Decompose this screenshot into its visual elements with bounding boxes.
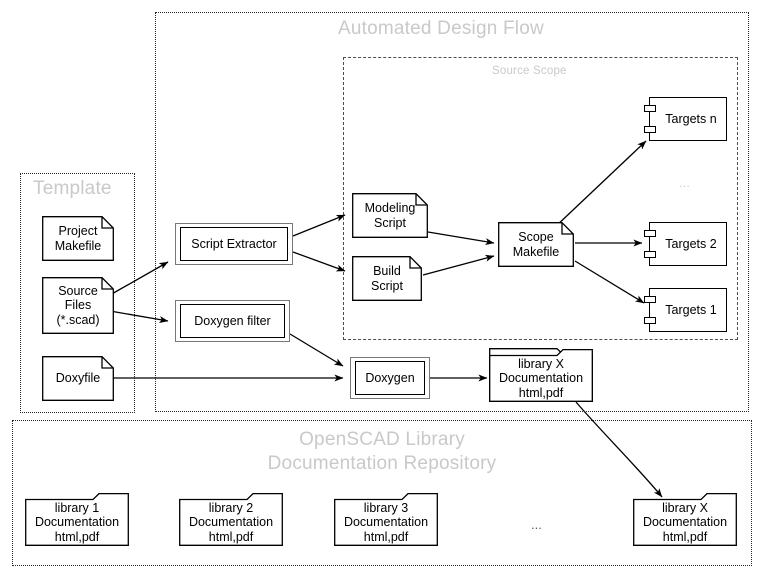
node-library-1-doc[interactable]: library 1 Documentation html,pdf [25, 492, 129, 546]
node-label: library X Documentation html,pdf [642, 500, 728, 544]
container-repository [12, 420, 752, 566]
document-shape-icon [498, 222, 574, 267]
component-tab-icon [644, 251, 656, 258]
node-label: Doxyfile [55, 371, 101, 386]
component-tab-icon [644, 296, 656, 303]
node-label: library 3 Documentation html,pdf [343, 500, 429, 544]
folder-shape-icon [25, 492, 129, 546]
folder-shape-icon [179, 492, 283, 546]
node-doxygen-filter[interactable]: Doxygen filter [175, 300, 290, 342]
node-project-makefile[interactable]: Project Makefile [42, 216, 114, 261]
node-doxyfile[interactable]: Doxyfile [42, 356, 114, 401]
component-tab-icon [644, 126, 656, 133]
node-targets-2[interactable]: Targets 2 [644, 222, 727, 266]
node-label: Project Makefile [54, 224, 102, 253]
document-shape-icon [352, 256, 422, 301]
node-modeling-script[interactable]: Modeling Script [352, 193, 428, 238]
folder-shape-icon [489, 348, 593, 402]
container-title-template: Template [33, 178, 112, 199]
node-label: Build Script [371, 264, 403, 293]
node-label: Targets 2 [665, 236, 717, 251]
folder-shape-icon [334, 492, 438, 546]
container-title-automated-design-flow: Automated Design Flow [338, 18, 544, 39]
node-label: Targets 1 [665, 302, 717, 317]
node-label: Targets n [665, 111, 717, 126]
node-label: Doxygen filter [180, 304, 285, 338]
ellipsis-repository-gap: ... [531, 517, 542, 532]
node-label: Source Files (*.scad) [56, 283, 100, 327]
node-scope-makefile[interactable]: Scope Makefile [498, 222, 574, 267]
container-title-repository-line1: OpenSCAD Library [299, 429, 465, 450]
ellipsis-targets-gap: ... [679, 175, 690, 190]
node-targets-1[interactable]: Targets 1 [644, 288, 727, 332]
node-doxygen[interactable]: Doxygen [350, 357, 430, 399]
node-script-extractor[interactable]: Script Extractor [175, 223, 293, 265]
node-targets-n[interactable]: Targets n [644, 97, 727, 141]
node-build-script[interactable]: Build Script [352, 256, 422, 301]
node-label: library 2 Documentation html,pdf [188, 500, 274, 544]
node-label: Script Extractor [180, 227, 288, 261]
node-library-x-doc-repo[interactable]: library X Documentation html,pdf [633, 492, 737, 546]
container-title-repository-line2: Documentation Repository [267, 453, 497, 474]
node-library-x-doc-flow[interactable]: library X Documentation html,pdf [489, 348, 593, 402]
document-shape-icon [42, 277, 114, 334]
container-title-source-scope: Source Scope [492, 65, 567, 77]
container-source-scope [343, 57, 738, 340]
node-label: Modeling Script [364, 201, 416, 230]
component-tab-icon [644, 317, 656, 324]
document-shape-icon [42, 216, 114, 261]
node-library-3-doc[interactable]: library 3 Documentation html,pdf [334, 492, 438, 546]
container-automated-design-flow [155, 12, 749, 412]
node-label: Doxygen [355, 361, 425, 395]
node-label: library 1 Documentation html,pdf [34, 500, 120, 544]
node-label: Scope Makefile [512, 230, 560, 259]
node-label: library X Documentation html,pdf [498, 356, 584, 400]
component-tab-icon [644, 105, 656, 112]
document-shape-icon [352, 193, 428, 238]
document-shape-icon [42, 356, 114, 401]
node-library-2-doc[interactable]: library 2 Documentation html,pdf [179, 492, 283, 546]
folder-shape-icon [633, 492, 737, 546]
node-source-files[interactable]: Source Files (*.scad) [42, 277, 114, 334]
component-tab-icon [644, 230, 656, 237]
